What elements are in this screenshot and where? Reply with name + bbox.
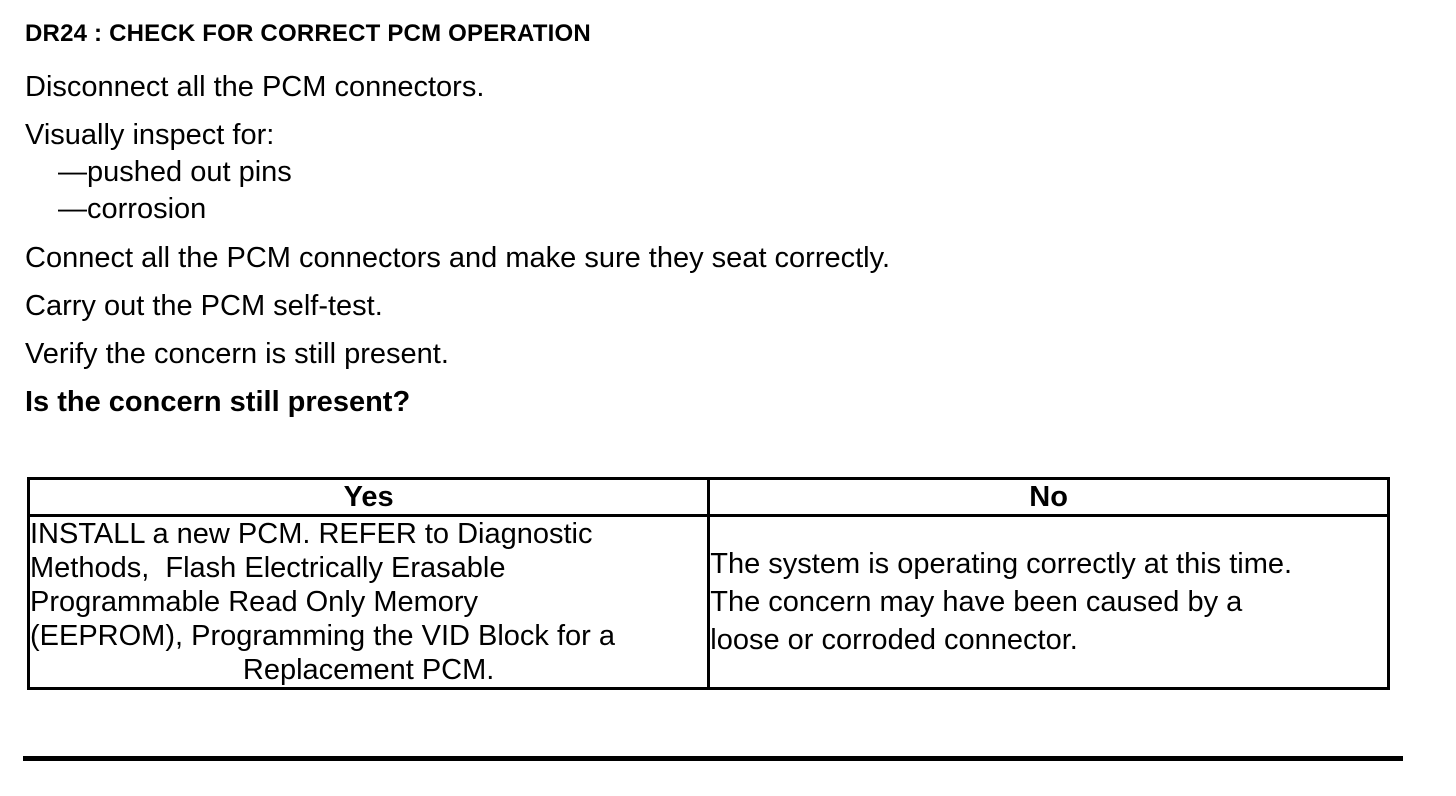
procedure-question: Is the concern still present? (25, 386, 411, 418)
procedure-title: DR24 : CHECK FOR CORRECT PCM OPERATION (25, 20, 591, 47)
decision-table: Yes No INSTALL a new PCM. REFER to Diagn… (26, 477, 1390, 690)
yes-action-line: INSTALL a new PCM. REFER to Diagnostic (30, 518, 593, 550)
procedure-step: Visually inspect for: (25, 119, 275, 151)
no-action-line: loose or corroded connector. (710, 624, 1078, 656)
yes-action-line: Replacement PCM. (242, 654, 495, 686)
procedure-content: DR24 : CHECK FOR CORRECT PCM OPERATION D… (25, 20, 1456, 690)
procedure-step: Connect all the PCM connectors and make … (25, 242, 891, 274)
yes-action-line: Programmable Read Only Memory (30, 586, 479, 618)
procedure-step: Carry out the PCM self-test. (25, 290, 383, 322)
inspection-item: —pushed out pins (58, 156, 292, 188)
yes-action-line: (EEPROM), Programming the VID Block for … (30, 620, 615, 652)
yes-column-header: Yes (26, 477, 711, 517)
procedure-step: Verify the concern is still present. (25, 338, 449, 370)
yes-action-cell: INSTALL a new PCM. REFER to Diagnostic M… (26, 514, 711, 690)
inspection-list: —pushed out pins —corrosion (25, 154, 1456, 228)
decision-table-header-row: Yes No (26, 477, 1390, 517)
procedure-step: Disconnect all the PCM connectors. (25, 71, 485, 103)
no-action-line: The system is operating correctly at thi… (710, 548, 1293, 580)
no-action-line: The concern may have been caused by a (710, 586, 1243, 618)
inspection-item: —corrosion (58, 193, 207, 225)
yes-action-line: Methods, Flash Electrically Erasable (30, 552, 506, 584)
page-bottom-rule (23, 756, 1403, 761)
no-action-cell: The system is operating correctly at thi… (707, 514, 1390, 690)
no-column-header: No (707, 477, 1390, 517)
decision-table-body-row: INSTALL a new PCM. REFER to Diagnostic M… (26, 514, 1390, 690)
